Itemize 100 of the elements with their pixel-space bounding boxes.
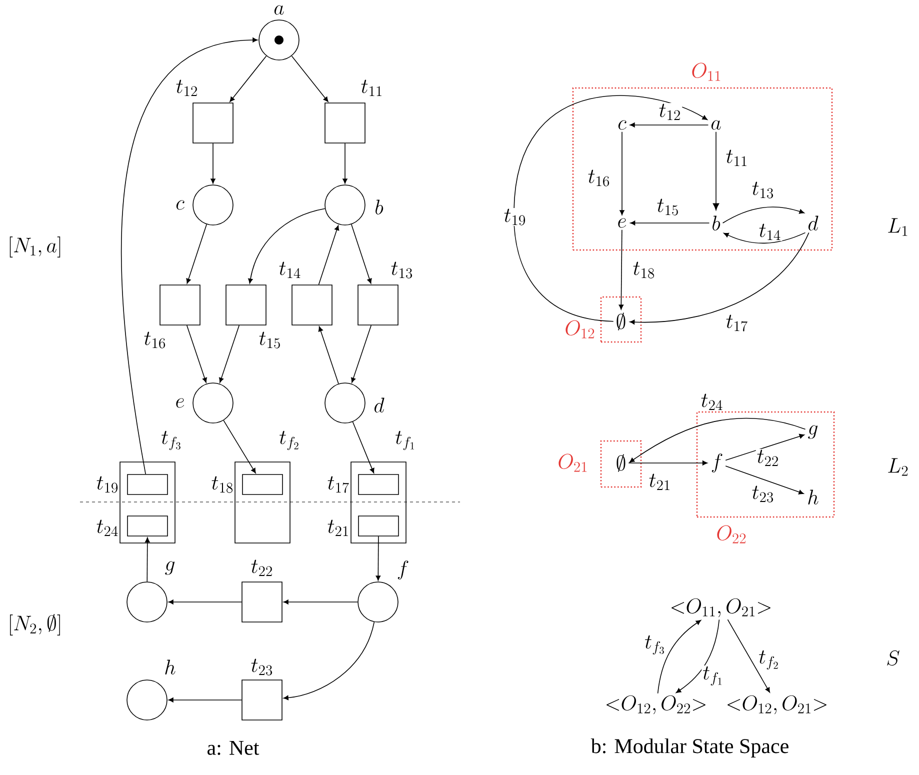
edge-label: $t_{21}$ — [648, 472, 672, 492]
state-label: $e$ — [618, 218, 626, 228]
arrow — [351, 325, 372, 383]
state-label: $\emptyset$ — [616, 312, 626, 330]
node-label: $a$ — [274, 5, 284, 15]
arrow — [318, 326, 339, 384]
state-label: $d$ — [808, 216, 818, 230]
arrow — [712, 132, 720, 210]
node-label: $t_{18}$ — [212, 476, 233, 493]
row-label: $L_1$ — [888, 218, 908, 236]
arrow — [618, 230, 624, 310]
edge-label: $t_{24}$ — [700, 392, 724, 412]
state-label: $<O_{12}, O_{22}>$ — [606, 695, 706, 714]
arrow — [376, 536, 381, 581]
arrow — [145, 537, 150, 582]
edge-label: $t_{f_3}$ — [644, 634, 666, 656]
node-label: $h$ — [165, 660, 176, 674]
arrow — [514, 95, 708, 322]
edge-label: $t_{14}$ — [758, 222, 782, 242]
arrow — [351, 224, 372, 284]
edge-label: $t_{17}$ — [724, 314, 750, 332]
state-label: $c$ — [618, 120, 626, 130]
state-label: $<O_{11}, O_{21}>$ — [672, 598, 770, 618]
edge-label: $t_{16}$ — [586, 168, 612, 188]
node-label: $f$ — [398, 560, 408, 580]
node-label: $t_{15}$ — [259, 332, 280, 348]
arrow — [725, 466, 804, 494]
transition-box: $t_{23}$ — [242, 658, 282, 720]
arrow — [630, 220, 710, 226]
edge-label: $t_{f_2}$ — [758, 650, 780, 670]
edge-label: $t_{11}$ — [724, 148, 750, 168]
arrow — [676, 619, 720, 693]
node-label: $t_{f_1}$ — [396, 430, 414, 450]
subfigure-caption: a: Net — [208, 740, 260, 756]
arrow — [291, 56, 328, 102]
transition-box: $t_{12}$ — [176, 80, 234, 144]
state-label: $f$ — [712, 453, 722, 473]
state-label: $g$ — [808, 425, 818, 439]
transition-box: $t_{22}$ — [242, 560, 282, 622]
arrow — [630, 122, 709, 128]
row-label: $[N_1, a]$ — [10, 236, 60, 258]
node-label: $O_{21}$ — [558, 454, 587, 472]
arrow — [121, 38, 258, 474]
arrow — [352, 421, 374, 474]
edge-label: $t_{12}$ — [658, 102, 682, 122]
transition-box: $t_{14}$ — [279, 262, 332, 326]
node-label: $e$ — [176, 398, 184, 408]
arrow — [620, 132, 624, 216]
node-label: $c$ — [176, 200, 184, 210]
arrow — [210, 143, 216, 184]
arrow — [724, 232, 806, 244]
state-label: $b$ — [712, 216, 720, 230]
arrow — [722, 206, 804, 224]
node-label: $t_{f_2}$ — [280, 430, 298, 450]
node-label: $t_{17}$ — [328, 476, 349, 493]
row-label: $[N_2, \emptyset]$ — [10, 614, 60, 636]
arrow — [248, 208, 326, 284]
node-label: $t_{13}$ — [391, 262, 412, 278]
node-label: $t_{16}$ — [144, 332, 166, 348]
node-label: $d$ — [374, 398, 384, 412]
state-label: $a$ — [711, 120, 721, 130]
arrow — [342, 143, 348, 184]
subfigure-caption: b: Modular State Space — [590, 738, 788, 758]
arrow — [168, 600, 242, 604]
node-label: $t_{f_3}$ — [162, 430, 180, 450]
arrow — [628, 460, 708, 466]
edge-label: $t_{19}$ — [502, 208, 528, 226]
arrow — [223, 420, 256, 474]
edge-label: $t_{15}$ — [656, 198, 680, 216]
node-label: $t_{22}$ — [251, 560, 272, 576]
arrow — [219, 325, 240, 383]
node-label: $t_{21}$ — [328, 520, 348, 536]
transition-box: $t_{11}$ — [324, 80, 382, 144]
arrow — [230, 56, 267, 102]
arrow — [168, 698, 242, 702]
arrow — [283, 600, 358, 604]
arrow — [657, 620, 702, 694]
transition-box: $t_{16}$ — [144, 284, 200, 348]
node-label: $g$ — [165, 561, 175, 575]
node-label: $O_{12}$ — [566, 320, 594, 338]
edge-label: $t_{23}$ — [750, 484, 776, 504]
node-label: $t_{24}$ — [96, 520, 118, 536]
state-label: $\emptyset$ — [616, 454, 626, 472]
transition-box: $t_{15}$ — [226, 284, 280, 348]
arrow — [725, 434, 804, 461]
arrow — [727, 619, 770, 693]
node-label: $t_{11}$ — [361, 80, 382, 96]
arrow — [283, 622, 375, 700]
row-label: $S$ — [887, 650, 900, 666]
edge-label: $t_{f_1}$ — [702, 666, 724, 686]
arrow — [630, 232, 810, 324]
row-label: $L_2$ — [888, 458, 908, 476]
edge-label: $t_{22}$ — [756, 448, 780, 468]
node-label: $t_{23}$ — [251, 658, 272, 676]
edge-label: $t_{18}$ — [632, 260, 656, 280]
state-label: $h$ — [808, 490, 818, 504]
arrow — [629, 418, 806, 463]
node-label: $t_{19}$ — [96, 476, 118, 493]
transition-box: $t_{13}$ — [358, 262, 412, 326]
node-label: $t_{14}$ — [279, 262, 300, 278]
